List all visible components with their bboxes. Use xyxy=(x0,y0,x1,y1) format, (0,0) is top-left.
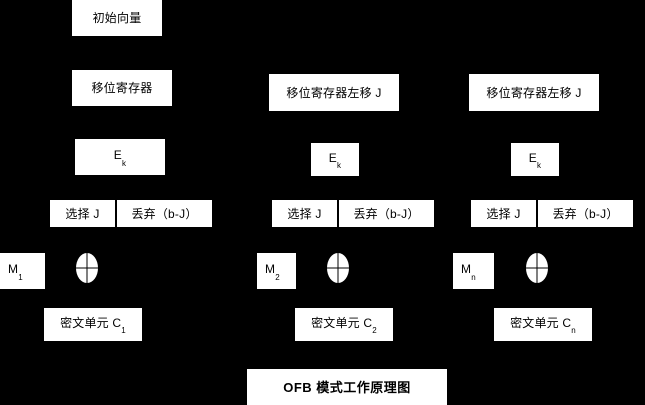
page-title: OFB 模式工作原理图 xyxy=(283,379,411,395)
select-label-3: 选择 J xyxy=(486,206,521,221)
ciphertext-box-1: 密文单元 C1 xyxy=(44,308,142,341)
select-box-3: 选择 J xyxy=(471,200,536,227)
shift-register-label-1: 移位寄存器 xyxy=(91,81,153,95)
shift-register-box-2: 移位寄存器左移 J xyxy=(269,74,399,111)
ciphertext-subscript-1: 1 xyxy=(121,326,126,336)
select-box-2: 选择 J xyxy=(272,200,337,227)
discard-label-3: 丢弃（b-J） xyxy=(552,206,619,221)
plaintext-box-1: M1 xyxy=(0,253,45,289)
ciphertext-box-2: 密文单元 C2 xyxy=(295,308,393,341)
plaintext-label-1: M1 xyxy=(8,262,23,282)
discard-box-2: 丢弃（b-J） xyxy=(339,200,434,227)
xor-gate-2 xyxy=(327,253,349,283)
encrypt-box-2: Ek xyxy=(311,143,359,176)
shift-register-label-2: 移位寄存器左移 J xyxy=(286,85,382,100)
encrypt-label-1: Ek xyxy=(113,148,127,168)
discard-label-2: 丢弃（b-J） xyxy=(353,206,420,221)
plaintext-subscript-3: n xyxy=(471,272,476,282)
select-label-1: 选择 J xyxy=(65,206,100,221)
shift-register-box-1: 移位寄存器 xyxy=(72,70,172,106)
shift-register-box-3: 移位寄存器左移 J xyxy=(469,74,599,111)
encrypt-box-1: Ek xyxy=(75,139,165,175)
select-label-2: 选择 J xyxy=(287,206,322,221)
discard-box-3: 丢弃（b-J） xyxy=(538,200,633,227)
diagram-title-box: OFB 模式工作原理图 xyxy=(247,369,447,405)
discard-label-1: 丢弃（b-J） xyxy=(131,206,198,221)
discard-box-1: 丢弃（b-J） xyxy=(117,200,212,227)
encrypt-label-2: Ek xyxy=(328,150,342,171)
xor-gate-3 xyxy=(526,253,548,283)
ciphertext-label-3: 密文单元 Cn xyxy=(510,315,576,336)
xor-horizontal-line-2 xyxy=(327,267,349,269)
ciphertext-label-1: 密文单元 C1 xyxy=(60,315,126,336)
ciphertext-subscript-2: 2 xyxy=(372,326,377,336)
ciphertext-box-3: 密文单元 Cn xyxy=(494,308,592,341)
encrypt-subscript-1: k xyxy=(122,158,127,168)
encrypt-label-3: Ek xyxy=(528,150,542,171)
plaintext-subscript-1: 1 xyxy=(18,272,23,282)
plaintext-box-2: M2 xyxy=(257,253,296,289)
plaintext-label-3: Mn xyxy=(461,262,476,282)
plaintext-subscript-2: 2 xyxy=(275,272,280,282)
select-box-1: 选择 J xyxy=(50,200,115,227)
plaintext-box-3: Mn xyxy=(453,253,494,289)
encrypt-subscript-3: k xyxy=(537,161,542,171)
encrypt-box-3: Ek xyxy=(511,143,559,176)
initial-vector-label: 初始向量 xyxy=(92,11,142,25)
ciphertext-label-2: 密文单元 C2 xyxy=(311,315,377,336)
xor-horizontal-line-3 xyxy=(526,267,548,269)
initial-vector-box: 初始向量 xyxy=(72,0,162,36)
ciphertext-subscript-3: n xyxy=(571,326,576,336)
shift-register-label-3: 移位寄存器左移 J xyxy=(486,85,582,100)
plaintext-label-2: M2 xyxy=(265,262,280,282)
xor-horizontal-line-1 xyxy=(76,267,98,269)
xor-gate-1 xyxy=(76,253,98,283)
encrypt-subscript-2: k xyxy=(337,161,342,171)
